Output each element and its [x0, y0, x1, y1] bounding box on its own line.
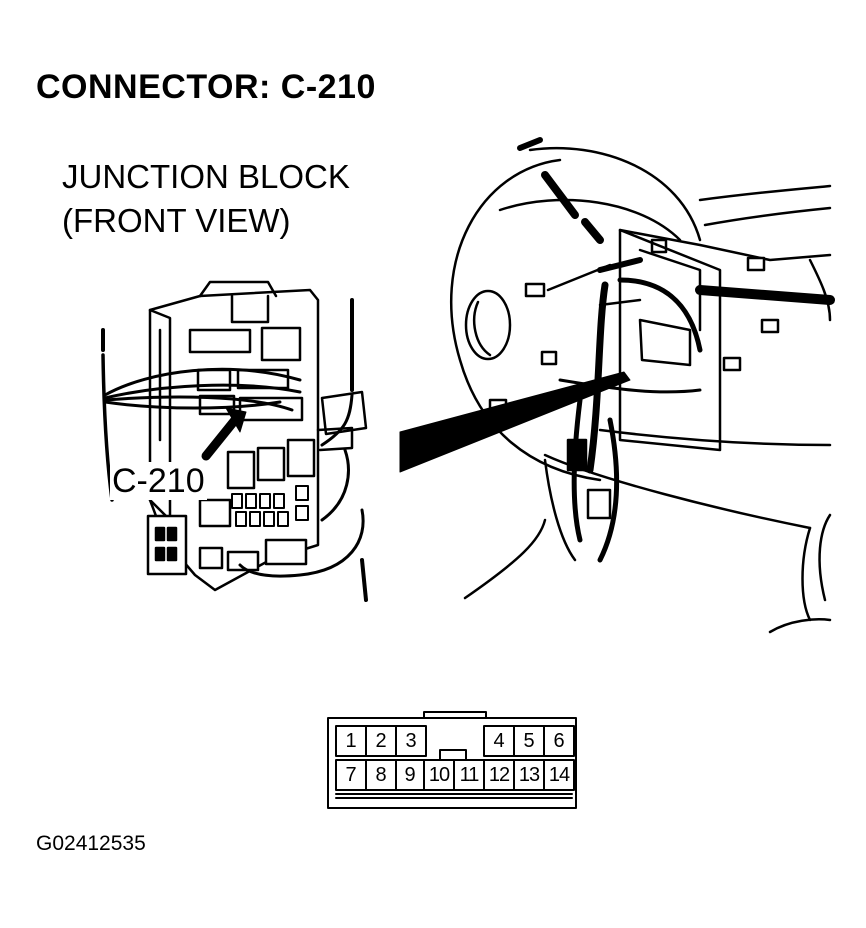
- pin-label: 7: [345, 764, 357, 786]
- diagram-subtitle-line1: JUNCTION BLOCK: [62, 158, 350, 195]
- pin-label: 13: [518, 764, 540, 786]
- connector-callout-label: C-210: [110, 462, 207, 500]
- diagram-subtitle-line2: (FRONT VIEW): [62, 202, 291, 239]
- pin-label: 5: [523, 730, 535, 752]
- connector-face-diagram: [327, 711, 577, 809]
- figure-id: G02412535: [36, 832, 146, 855]
- page-title: CONNECTOR: C-210: [36, 68, 376, 106]
- pin-label: 3: [405, 730, 417, 752]
- pin-label: 6: [553, 730, 565, 752]
- pin-label: 11: [459, 764, 480, 786]
- pin-label: 12: [488, 764, 510, 786]
- pin-label: 1: [345, 730, 357, 752]
- pin-label: 14: [548, 764, 570, 786]
- pin-label: 2: [375, 730, 387, 752]
- dashboard-illustration: [399, 137, 835, 634]
- pin-label: 10: [428, 764, 450, 786]
- junction-block-illustration: [101, 280, 368, 602]
- pin-label: 9: [404, 764, 416, 786]
- pin-label: 8: [375, 764, 387, 786]
- pin-label: 4: [493, 730, 505, 752]
